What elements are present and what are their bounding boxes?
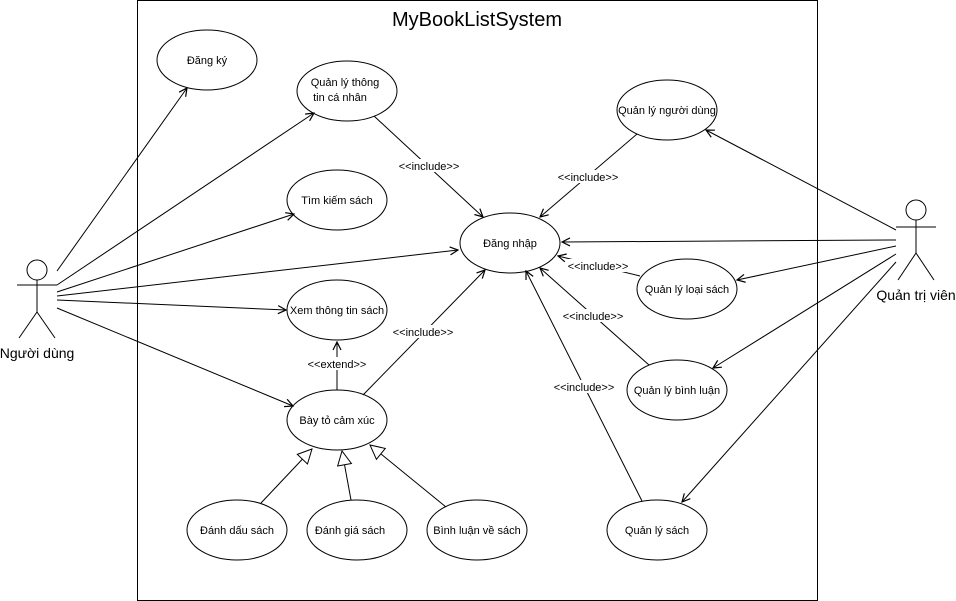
uc-bay-to-cam-xuc-label: Bày tỏ cảm xúc xyxy=(299,415,375,427)
uc-quan-ly-thong-tin-label-1: Quản lý thông xyxy=(311,77,380,89)
uc-quan-ly-loai-sach-label: Quản lý loại sách xyxy=(645,284,729,296)
assoc-user-ql-thong-tin xyxy=(56,113,314,286)
generalization-danh-dau xyxy=(260,449,312,504)
uc-quan-ly-nguoi-dung-label: Quản lý người dùng xyxy=(618,105,716,117)
uc-dang-ky[interactable] xyxy=(156,29,258,91)
uc-quan-ly-loai-sach[interactable] xyxy=(636,258,738,320)
uc-quan-ly-sach-label: Quản lý sách xyxy=(625,525,689,537)
uc-quan-ly-thong-tin-label-2: tin cá nhân xyxy=(313,92,367,104)
uc-dang-nhap[interactable] xyxy=(459,212,561,274)
include-label-ql-loai-sach: <<include>> xyxy=(568,261,629,273)
actor-user-label: Người dùng xyxy=(0,345,74,361)
uc-dang-ky-label: Đăng ký xyxy=(187,55,228,67)
include-label-ql-thong-tin: <<include>> xyxy=(399,161,460,173)
uc-quan-ly-binh-luan-label: Quản lý bình luận xyxy=(634,385,720,397)
generalization-danh-gia xyxy=(342,451,351,501)
uc-binh-luan-ve-sach[interactable] xyxy=(426,499,528,561)
uc-danh-gia-sach[interactable] xyxy=(306,499,408,561)
uc-danh-dau-sach[interactable] xyxy=(186,499,288,561)
uc-quan-ly-nguoi-dung[interactable] xyxy=(616,79,718,141)
uc-danh-dau-sach-label: Đánh dấu sách xyxy=(200,525,274,537)
uc-tim-kiem-sach[interactable] xyxy=(286,169,388,231)
uc-quan-ly-binh-luan[interactable] xyxy=(626,359,728,421)
actor-admin xyxy=(896,199,936,281)
assoc-admin-ql-loai-sach xyxy=(737,245,897,280)
system-title: MyBookListSystem xyxy=(392,9,562,31)
uc-tim-kiem-sach-label: Tìm kiếm sách xyxy=(301,195,373,207)
assoc-user-tim-kiem xyxy=(56,214,294,293)
actor-user xyxy=(17,259,57,339)
uc-quan-ly-sach[interactable] xyxy=(606,499,708,561)
uc-binh-luan-ve-sach-label: Bình luận về sách xyxy=(433,525,520,537)
uc-dang-nhap-label: Đăng nhập xyxy=(483,238,537,250)
assoc-admin-ql-nguoi-dung xyxy=(706,130,897,231)
generalization-binh-luan-ve xyxy=(370,445,447,508)
assoc-user-bay-to xyxy=(56,307,293,406)
extend-label-bay-to: <<extend>> xyxy=(308,359,367,371)
uc-quan-ly-thong-tin-ca-nhan[interactable] xyxy=(296,60,398,122)
include-label-ql-sach: <<include>> xyxy=(554,382,615,394)
assoc-admin-dang-nhap xyxy=(562,240,897,242)
assoc-user-xem-thong-tin xyxy=(56,299,286,310)
assoc-admin-ql-binh-luan xyxy=(713,253,897,368)
actor-admin-label: Quản trị viên xyxy=(876,287,955,303)
uc-xem-thong-tin-sach-label: Xem thông tin sách xyxy=(290,305,384,317)
assoc-user-dang-ky xyxy=(56,88,187,272)
include-label-ql-nguoi-dung: <<include>> xyxy=(558,172,619,184)
include-label-ql-binh-luan: <<include>> xyxy=(563,311,624,323)
assoc-user-dang-nhap xyxy=(56,250,458,297)
include-label-bay-to: <<include>> xyxy=(393,327,454,339)
assoc-admin-ql-sach xyxy=(682,261,897,502)
uc-danh-gia-sach-label: Đánh giá sách xyxy=(315,525,385,537)
